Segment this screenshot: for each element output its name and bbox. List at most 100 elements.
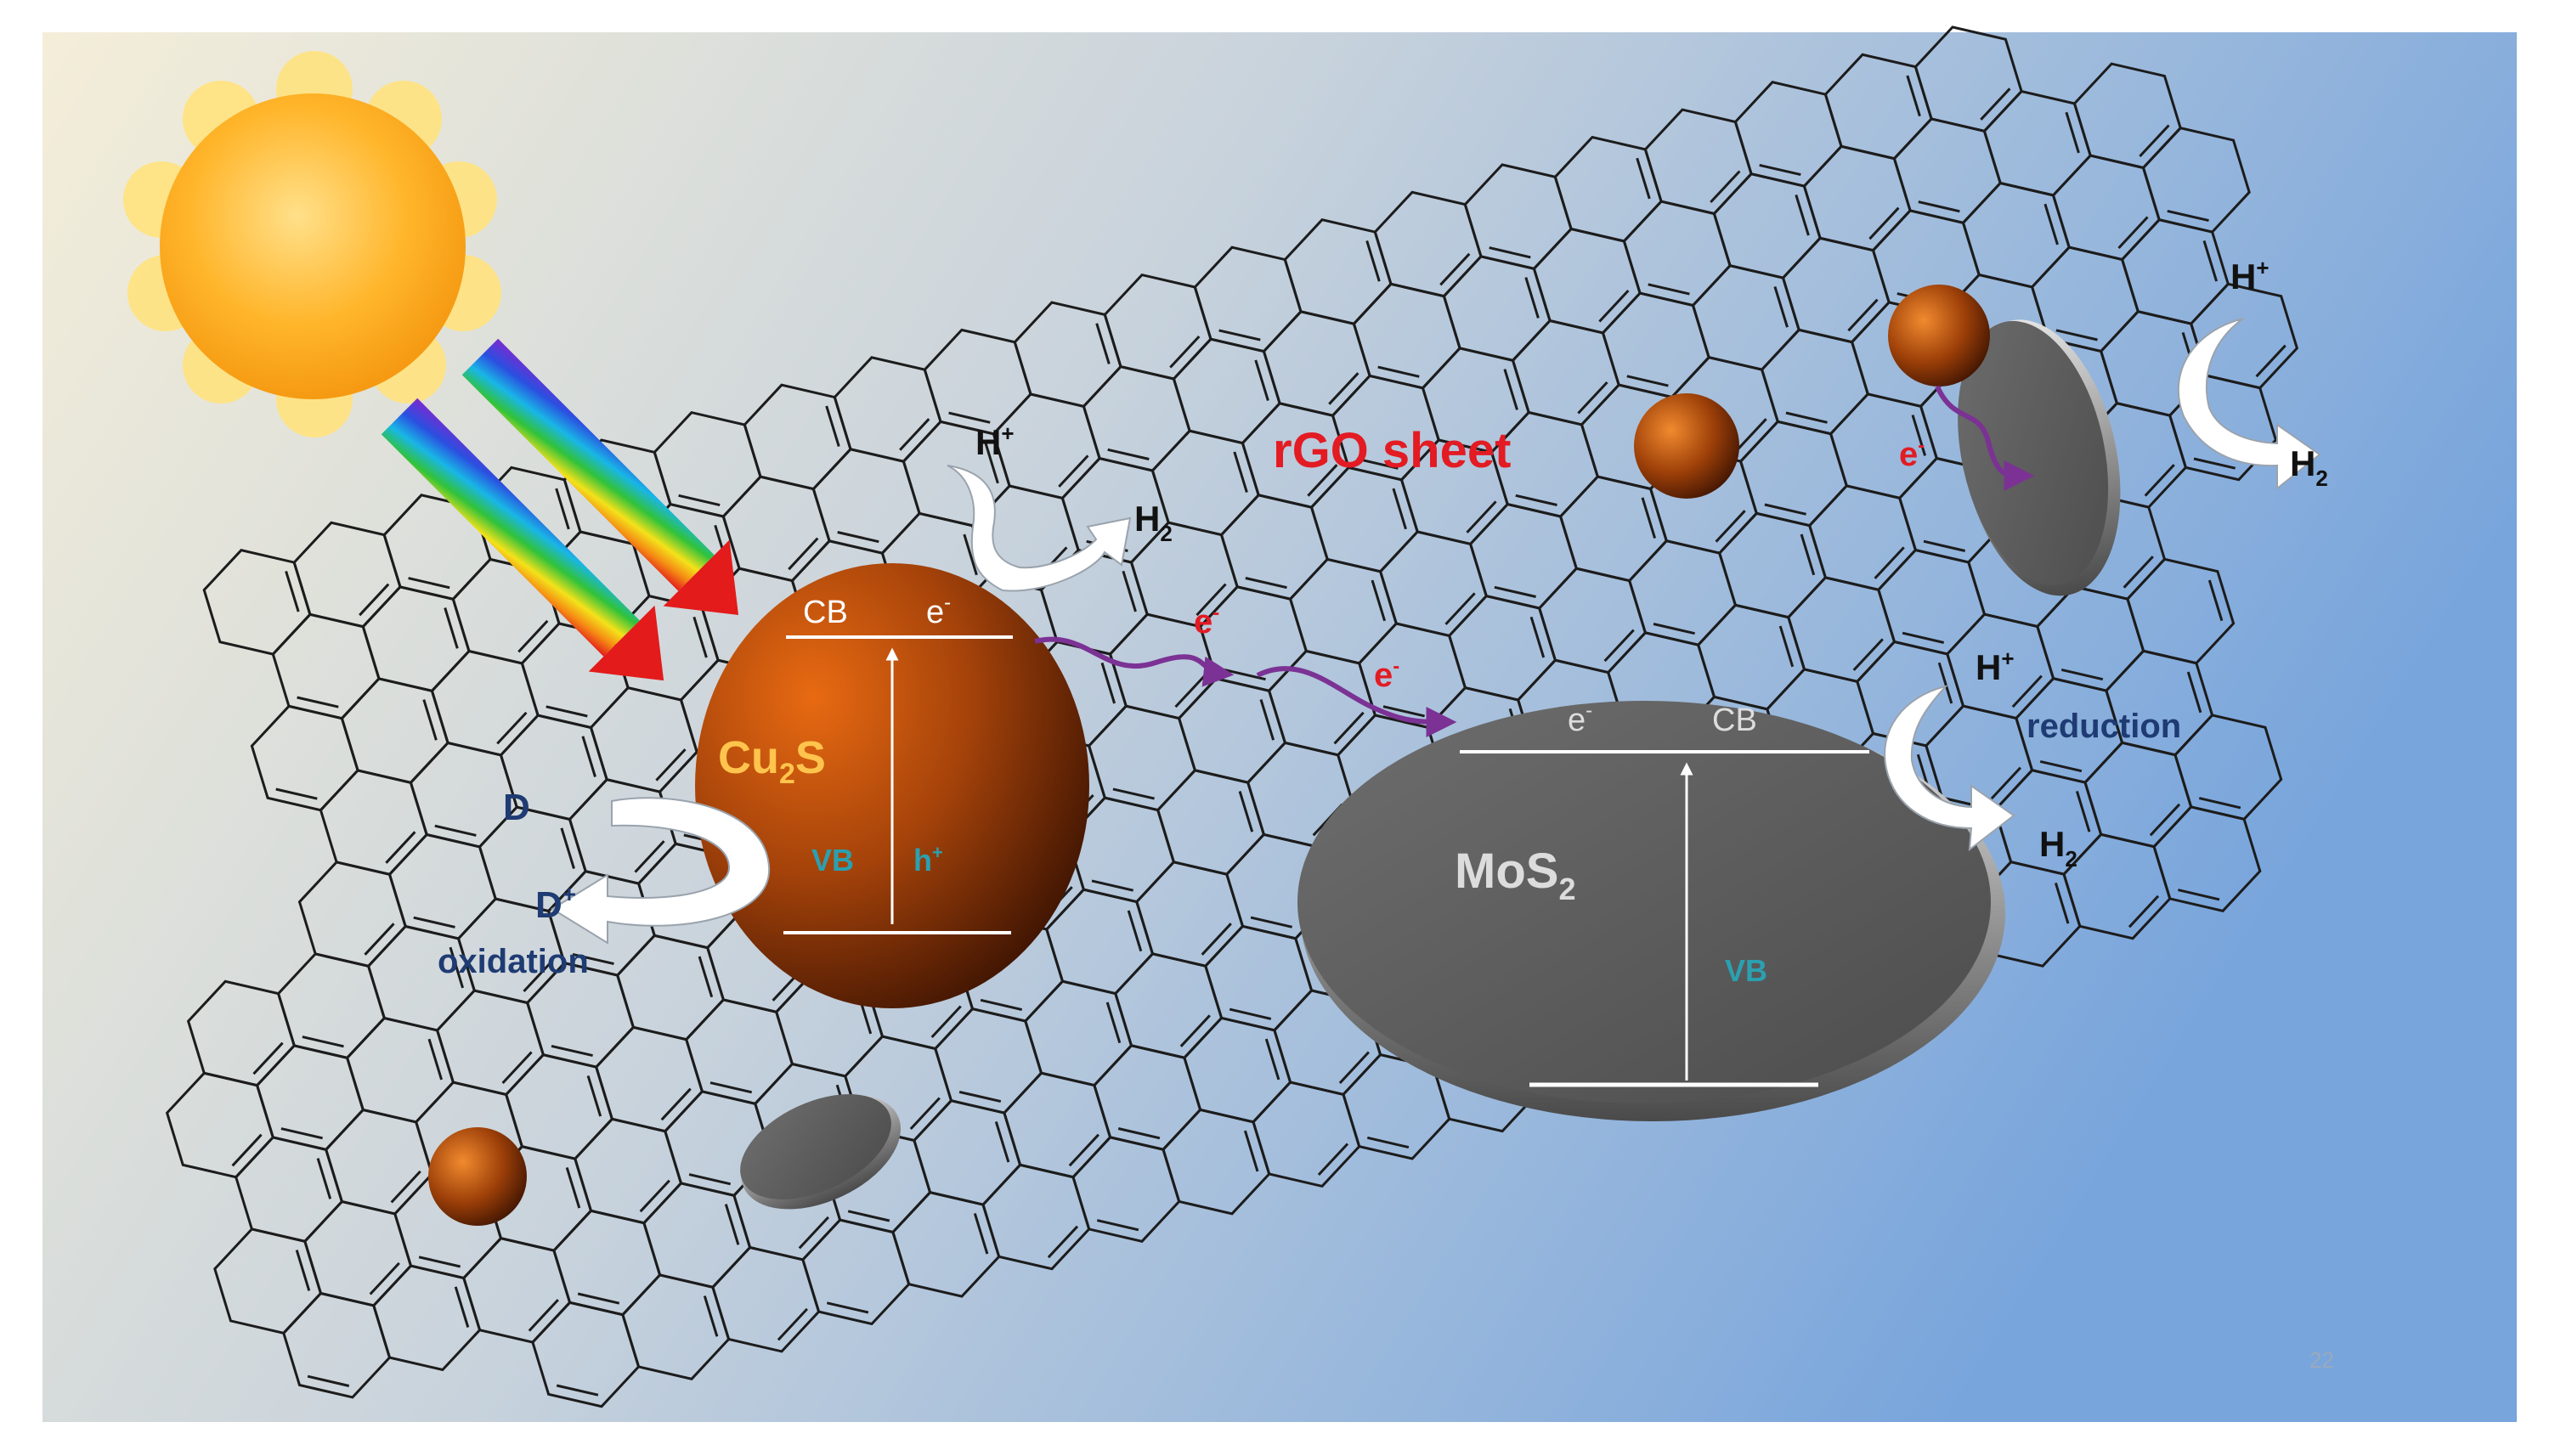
lattice-double-bond <box>1577 381 1608 415</box>
mos2-upright-disk <box>1958 319 2121 596</box>
lattice-double-bond <box>2144 464 2175 497</box>
lattice-double-bond <box>692 616 708 658</box>
lattice-double-bond <box>980 998 1023 1012</box>
lattice-double-bond <box>1902 631 1945 644</box>
lattice-double-bond <box>973 1212 989 1255</box>
lattice-double-bond <box>427 1038 444 1081</box>
lattice-double-bond <box>369 1261 400 1295</box>
lattice-double-bond <box>1068 1133 1099 1167</box>
lattice-double-bond <box>434 824 477 837</box>
lattice-double-bond <box>418 1256 461 1268</box>
lattice-double-bond <box>517 619 549 653</box>
donor-label: D <box>503 787 530 828</box>
electron-transfer-arrow <box>1034 636 1235 687</box>
lattice-double-bond <box>1636 157 1651 200</box>
lattice-double-bond <box>1874 546 1905 579</box>
lattice-double-bond <box>1906 75 1921 117</box>
lattice-double-bond <box>1980 87 2011 121</box>
lattice-double-bond <box>1105 1002 1122 1044</box>
light-ray-arrow-icon <box>461 338 739 616</box>
lattice-double-bond <box>847 1210 890 1222</box>
lattice-double-bond <box>555 488 570 530</box>
lattice-double-bond <box>1800 533 1816 576</box>
lattice-double-bond <box>1911 415 1927 456</box>
lattice-double-bond <box>496 711 528 745</box>
lattice-double-bond <box>1112 787 1155 800</box>
lattice-double-bond <box>556 1384 599 1397</box>
lattice-double-bond <box>1238 791 1254 832</box>
lattice-double-bond <box>1356 457 1399 470</box>
lattice-double-bond <box>930 1005 962 1039</box>
h2-label: H2 <box>2039 824 2077 872</box>
lattice-double-bond <box>1169 335 1201 369</box>
lattice-double-bond <box>899 418 930 451</box>
lattice-double-bond <box>295 1250 311 1291</box>
lattice-double-bond <box>2039 759 2083 773</box>
curved-arrow-icon <box>2177 318 2321 491</box>
lattice-double-bond <box>826 1301 869 1314</box>
lattice-double-bond <box>688 1173 732 1186</box>
lattice-double-bond <box>586 1075 602 1117</box>
lattice-double-bond <box>408 577 450 590</box>
lattice-double-bond <box>1107 448 1150 460</box>
lattice-double-bond <box>1778 625 1795 668</box>
lattice-double-bond <box>572 952 614 966</box>
lattice-double-bond <box>1095 323 1111 364</box>
lattice-double-bond <box>1096 1219 1139 1232</box>
lattice-double-bond <box>1245 577 1287 590</box>
lattice-double-bond <box>1233 451 1248 494</box>
lattice-double-bond <box>1736 418 1767 451</box>
lattice-double-bond <box>1058 454 1089 488</box>
lattice-double-bond <box>1307 464 1338 497</box>
mos2-label: MoS2 <box>1455 844 1575 906</box>
lattice-double-bond <box>1371 579 1387 622</box>
lattice-double-bond <box>1047 1225 1079 1259</box>
lattice-double-bond <box>359 583 390 617</box>
lattice-double-bond <box>501 1051 533 1085</box>
lattice-double-bond <box>1333 711 1365 745</box>
lattice-double-bond <box>551 1044 593 1058</box>
donor-oxidized-label: D+ <box>535 881 576 926</box>
cu2s-small-particle <box>1888 285 1990 387</box>
cu2s-cb-electron: e- <box>926 591 951 630</box>
lattice-double-bond <box>285 570 300 612</box>
lattice-double-bond <box>1923 539 1966 552</box>
lattice-double-bond <box>307 1374 350 1387</box>
lattice-double-bond <box>825 405 840 448</box>
lattice-double-bond <box>1937 662 1953 704</box>
lattice-double-bond <box>1494 585 1536 598</box>
lattice-double-bond <box>660 1087 692 1121</box>
lattice-double-bond <box>1529 616 1546 658</box>
lattice-double-bond <box>1773 285 1789 328</box>
lattice-double-bond <box>1626 375 1669 387</box>
lattice-double-bond <box>1466 500 1497 533</box>
lattice-double-bond <box>565 1166 581 1209</box>
electron-transfer-arrow <box>1256 666 1457 737</box>
mos2-small-disk <box>740 1094 901 1210</box>
sun-icon <box>123 51 501 437</box>
cu2s-small-particle <box>1634 393 1739 499</box>
lattice-double-bond <box>2055 329 2098 341</box>
oxidation-label: oxidation <box>438 943 589 980</box>
lattice-double-bond <box>297 696 339 708</box>
h-plus-label: H+ <box>2230 255 2270 296</box>
lattice-double-bond <box>577 1292 620 1305</box>
lattice-double-bond <box>1392 488 1407 530</box>
lattice-double-bond <box>1710 170 1741 204</box>
lattice-double-bond <box>1852 638 1884 671</box>
lattice-double-bond <box>948 411 991 424</box>
lattice-double-bond <box>1795 194 1810 236</box>
lattice-double-bond <box>1603 629 1635 663</box>
lattice-double-bond <box>413 916 455 928</box>
lattice-double-bond <box>231 1133 263 1167</box>
lattice-double-bond <box>364 923 395 956</box>
lattice-double-bond <box>2065 111 2080 154</box>
lattice-double-bond <box>2117 216 2149 250</box>
lattice-double-bond <box>1785 411 1828 424</box>
electron-transfer-arrow <box>1935 385 2035 491</box>
slide-number: 22 <box>2309 1347 2334 1373</box>
lattice-double-bond <box>2202 240 2219 282</box>
lattice-double-bond <box>454 1286 470 1328</box>
rgo-sheet-label: rGO sheet <box>1273 423 1511 478</box>
lattice-double-bond <box>655 748 687 782</box>
